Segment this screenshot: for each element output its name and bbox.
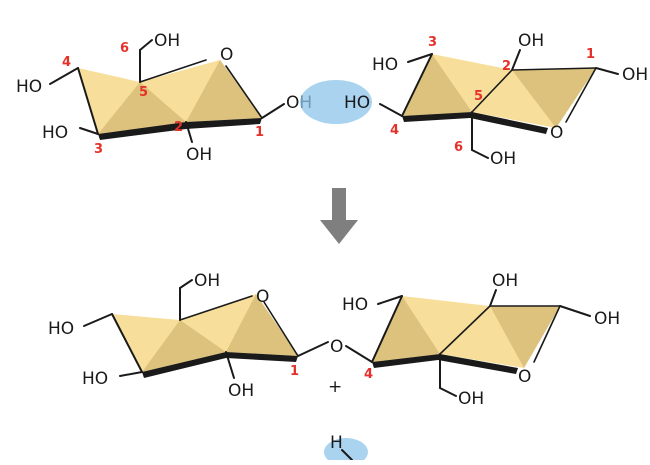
- carbon-number-5: 5: [474, 89, 483, 104]
- carbon-number-5: 5: [139, 85, 148, 100]
- carbon-number-4: 4: [364, 367, 373, 382]
- water-product: H: [324, 433, 368, 465]
- c2-oh-label: OH: [492, 271, 518, 291]
- plus-sign: +: [328, 377, 342, 397]
- c6-oh-label: OH: [458, 389, 484, 409]
- c4-ho-label: HO: [48, 319, 74, 339]
- carbon-number-1: 1: [255, 125, 264, 140]
- ring-shade-right: [512, 68, 596, 128]
- bond-c1-oh: [261, 103, 285, 119]
- ring-oxygen-label: O: [220, 45, 233, 65]
- bond-c4-oh: [49, 67, 79, 85]
- bond-c3-oh: [407, 53, 433, 63]
- bond: [471, 69, 513, 113]
- ring-front-edge: [372, 354, 518, 374]
- bond: [401, 53, 433, 117]
- ring-shade: [98, 82, 186, 134]
- bond-c1-oh: [559, 305, 591, 317]
- bond-c6-oh: [471, 149, 489, 159]
- bond: [77, 67, 99, 135]
- ring-oxygen-label: O: [518, 367, 531, 387]
- c6-oh-label: OH: [194, 271, 220, 291]
- ring-front-edge: [142, 352, 298, 378]
- bond-c2-oh: [511, 49, 521, 71]
- bond: [533, 305, 561, 363]
- ring-shade-right: [186, 60, 262, 122]
- carbon-number-2: 2: [502, 59, 511, 74]
- c1-oh-label: OH: [622, 65, 648, 85]
- bond-c3-oh: [377, 295, 403, 305]
- top-right-glucose: HO HO OH OH O OH 3 2 1 5 4 6: [344, 31, 648, 169]
- ring-shade: [142, 320, 226, 372]
- c3-ho-label: HO: [342, 295, 368, 315]
- bottom-right-glucose: HO OH OH O OH 4: [342, 271, 620, 409]
- bond-c6-oh: [179, 279, 193, 289]
- c2-oh-label: OH: [228, 381, 254, 401]
- ring-shade-right: [490, 306, 560, 368]
- bond-o-c4: [345, 345, 373, 363]
- c6-oh-label: OH: [490, 149, 516, 169]
- ring-front-edge: [402, 112, 548, 134]
- bond: [139, 59, 207, 83]
- bond: [263, 301, 299, 357]
- bond: [511, 67, 597, 71]
- c3-ho-label: HO: [372, 55, 398, 75]
- ring-shade: [372, 296, 440, 362]
- c1-oh-label: OH: [594, 309, 620, 329]
- bond: [111, 313, 143, 373]
- c4-ho-label: HO: [16, 77, 42, 97]
- bond-c4-oh: [379, 103, 403, 117]
- ring-oxygen-label: O: [550, 123, 563, 143]
- c2-oh-label: OH: [186, 145, 212, 165]
- bond-c6-oh: [439, 387, 457, 397]
- carbon-number-3: 3: [428, 35, 437, 50]
- glycosidic-oxygen-label: O: [330, 337, 343, 357]
- bond-c3-oh: [119, 371, 143, 377]
- ring-shade: [402, 54, 472, 116]
- water-hydrogen-label: H: [330, 433, 343, 453]
- bond: [225, 65, 263, 119]
- ring-oxygen-label: O: [256, 287, 269, 307]
- bond-h-o: [341, 449, 353, 461]
- carbon-number-6: 6: [454, 140, 463, 155]
- water-highlight: [324, 438, 368, 465]
- c3-ho-label: HO: [42, 123, 68, 143]
- bond-c2-oh: [225, 351, 235, 379]
- bond: [371, 295, 403, 363]
- bond: [179, 295, 253, 321]
- bond-c6-oh: [139, 39, 153, 51]
- bond-c1-o: [297, 341, 329, 357]
- bond-c3-oh: [79, 127, 99, 135]
- carbon-number-4: 4: [62, 55, 71, 70]
- bottom-left-glucose: OH O HO HO OH 1: [48, 271, 373, 401]
- top-left-glucose: O OH HO HO OH OH 6 5 4 3 2 1: [16, 31, 312, 165]
- bond-c2-oh: [489, 289, 497, 307]
- c3-ho-label: HO: [82, 369, 108, 389]
- bond: [565, 67, 597, 123]
- c2-oh-label: OH: [518, 31, 544, 51]
- carbon-number-6: 6: [120, 41, 129, 56]
- reaction-arrow: [320, 188, 358, 244]
- bond-c1-oh: [595, 67, 619, 75]
- carbon-number-1: 1: [586, 47, 595, 62]
- bond-c2-oh: [185, 121, 193, 143]
- carbon-number-2: 2: [174, 120, 183, 135]
- ring-shade-right: [226, 294, 298, 356]
- arrow-head: [320, 220, 358, 244]
- carbon-number-1: 1: [290, 364, 299, 379]
- c4-ho-label: HO: [344, 93, 370, 113]
- carbon-number-4: 4: [390, 123, 399, 138]
- arrow-shaft: [332, 188, 346, 220]
- bond-c4-oh: [83, 313, 113, 327]
- ring-front-edge: [98, 118, 262, 140]
- bond: [439, 305, 491, 355]
- c6-oh-label: OH: [154, 31, 180, 51]
- condensation-highlight: [300, 80, 372, 124]
- carbon-number-3: 3: [94, 142, 103, 157]
